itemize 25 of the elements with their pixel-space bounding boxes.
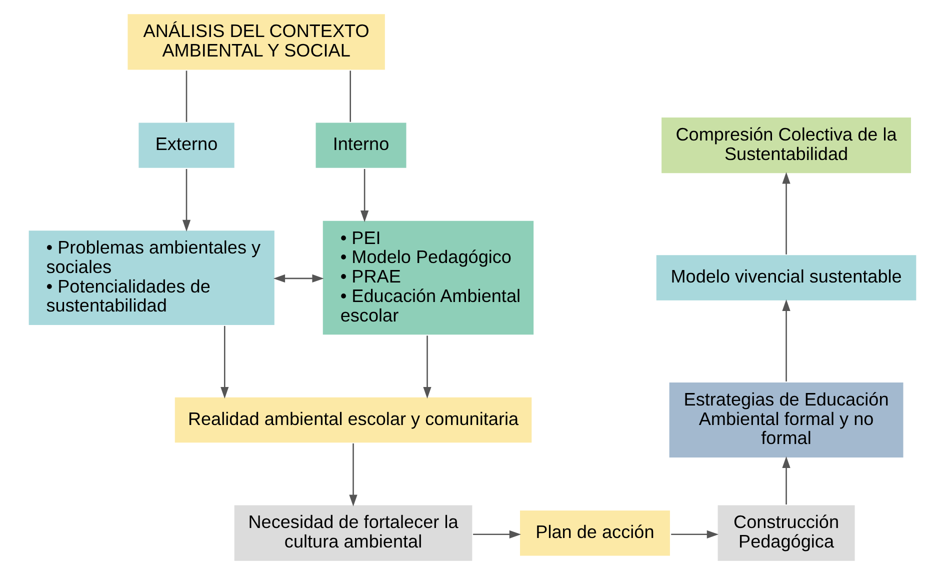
node-box: Construcción Pedagógica [716, 504, 856, 562]
arrow [220, 326, 228, 399]
node-box: Necesidad de fortalecer la cultura ambiental [232, 504, 473, 562]
node-box: Externo [136, 121, 236, 170]
arrow [348, 443, 357, 506]
arrow [670, 530, 718, 538]
node-box: Modelo vivencial sustentable [654, 254, 917, 302]
node-box: • PEI • Modelo Pedagógico • PRAE • Educación Ambiental escolar [321, 220, 534, 336]
node-box: Interno [314, 121, 408, 170]
connector [349, 70, 350, 122]
node-box: Compresión Colectiva de la Sustentabilidad [660, 116, 912, 174]
arrow [422, 336, 431, 399]
node-box: Realidad ambiental escolar y comunitaria [173, 396, 532, 444]
node-box: Estrategias de Educación Ambiental formal y no formal [668, 381, 904, 459]
arrow [360, 169, 368, 222]
arrow [272, 274, 324, 283]
connector [185, 70, 187, 122]
node-box: • Problemas ambientales y sociales • Potencialidades de sustentabilidad [27, 229, 276, 326]
arrow [782, 172, 790, 254]
arrow [472, 530, 521, 538]
node-box: ANÁLISIS DEL CONTEXTO AMBIENTAL Y SOCIAL [126, 12, 386, 71]
node-box: Plan de acción [518, 509, 671, 557]
arrow [182, 169, 190, 232]
arrow [782, 456, 790, 504]
arrow [782, 299, 790, 382]
